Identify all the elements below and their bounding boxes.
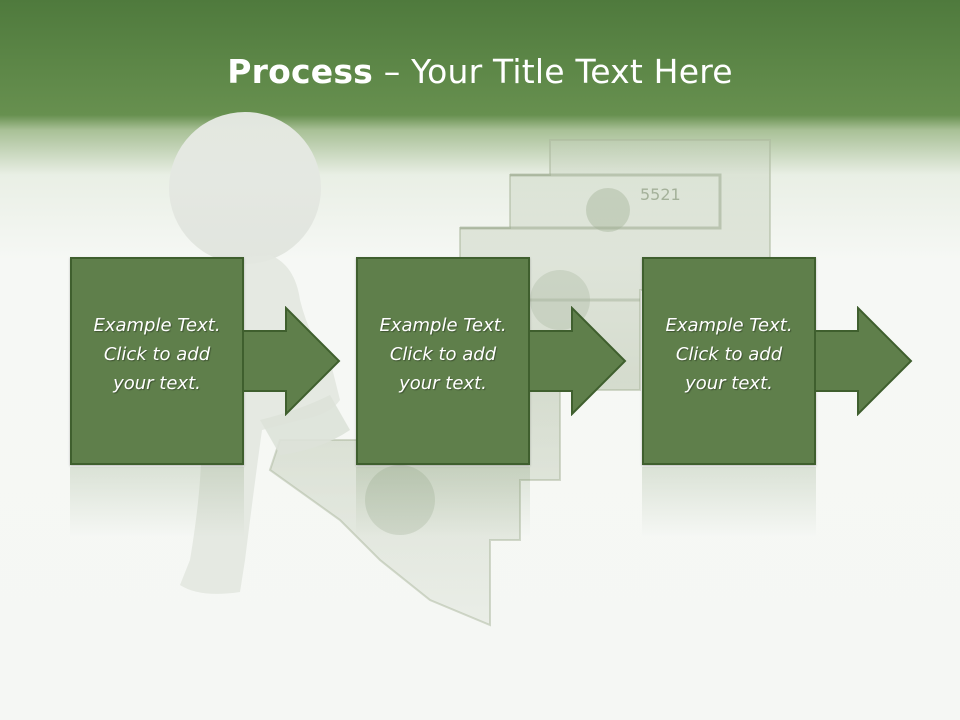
step-3-reflection — [642, 467, 816, 537]
title-rest-part: – Your Title Text Here — [373, 52, 733, 91]
process-step-2[interactable]: Example Text. Click to add your text. — [356, 257, 530, 465]
right-arrow-icon — [815, 306, 913, 416]
process-step-text[interactable]: Example Text. Click to add your text. — [665, 315, 793, 394]
process-step-1[interactable]: Example Text. Click to add your text. — [70, 257, 244, 465]
step-1-reflection — [70, 467, 244, 537]
svg-text:5521: 5521 — [640, 185, 681, 204]
process-step-text[interactable]: Example Text. Click to add your text. — [379, 315, 507, 394]
step-2-reflection — [356, 467, 530, 537]
right-arrow-icon — [529, 306, 627, 416]
slide-title[interactable]: Process – Your Title Text Here — [0, 52, 960, 91]
process-step-3[interactable]: Example Text. Click to add your text. — [642, 257, 816, 465]
title-bold-part: Process — [227, 52, 374, 91]
process-step-text[interactable]: Example Text. Click to add your text. — [93, 315, 221, 394]
right-arrow-icon — [243, 306, 341, 416]
